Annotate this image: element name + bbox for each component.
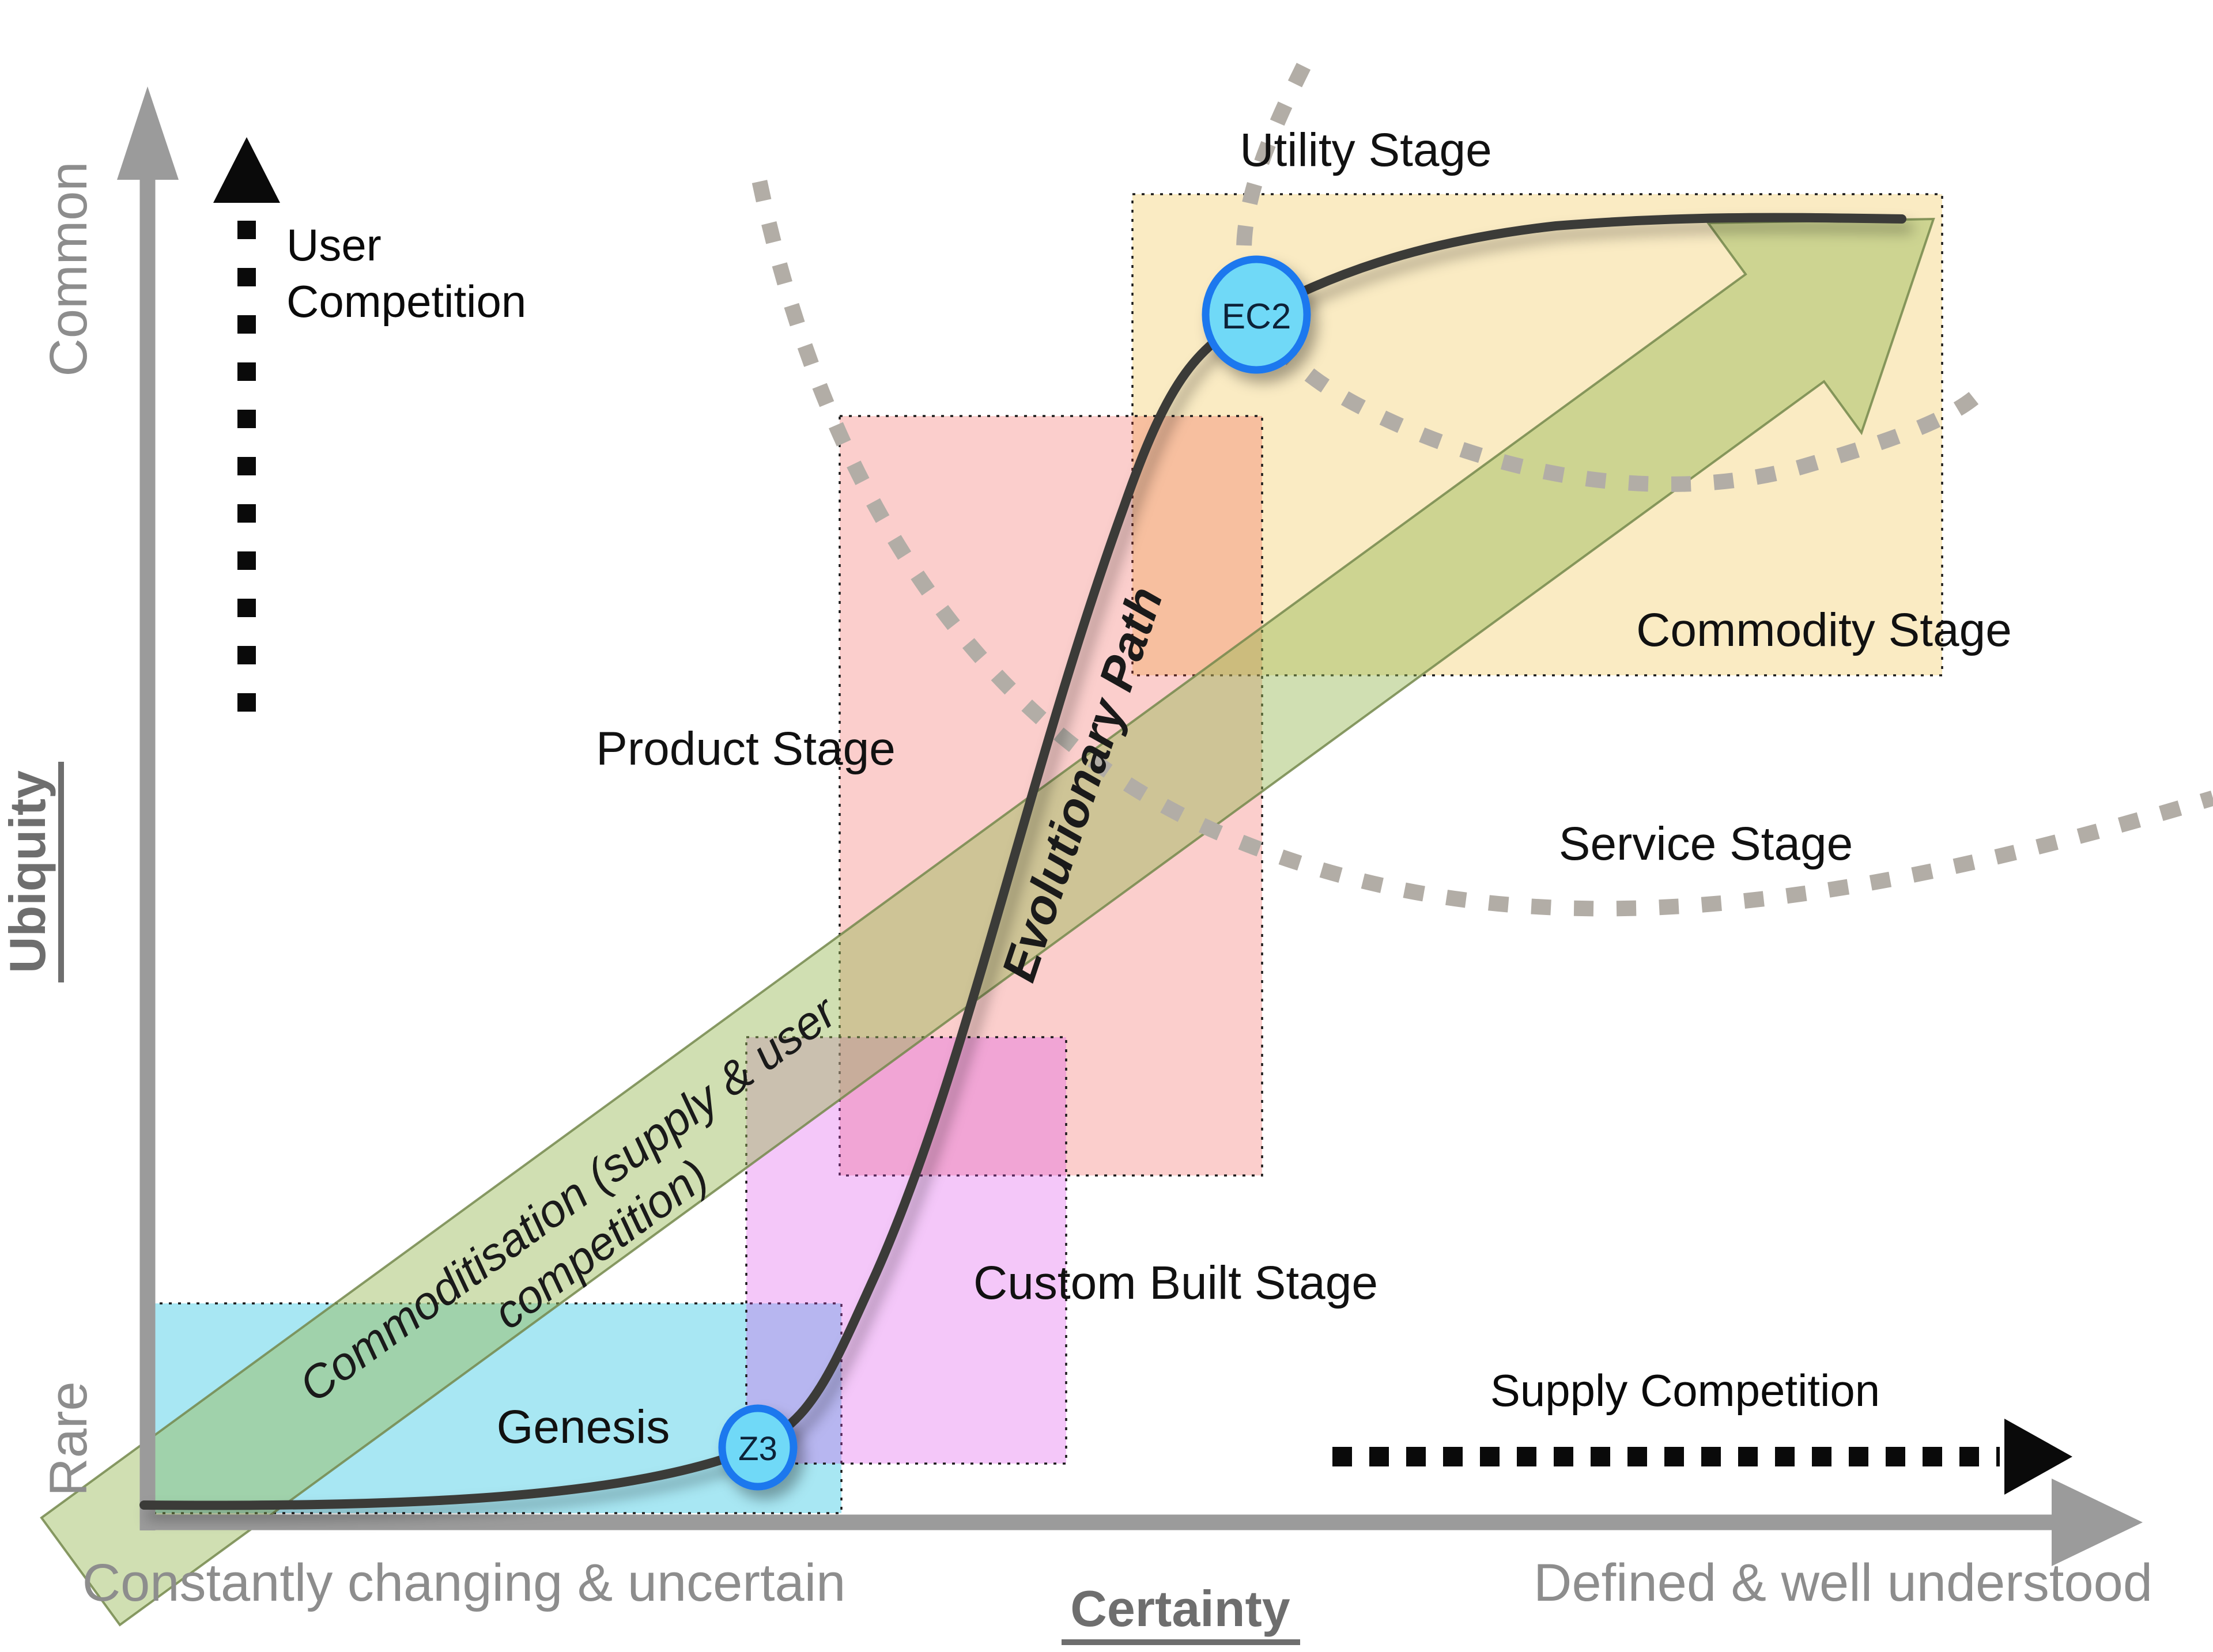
stage-boundary-arc-upper: [1236, 62, 1992, 492]
genesis-stage-label: Genesis: [497, 1401, 670, 1453]
supply-competition-arrowhead-icon: [2004, 1419, 2072, 1495]
evolution-s-curve: [139, 213, 1906, 1510]
x-axis: [140, 1479, 2143, 1566]
x-axis-arrowhead-icon: [2052, 1479, 2143, 1566]
marker-ec2: EC2: [1202, 255, 1311, 374]
marker-ec2-circle: [1202, 255, 1311, 374]
supply-competition-arrow: [1332, 1419, 2072, 1495]
commodity-stage-label: Commodity Stage: [1636, 604, 2012, 656]
marker-ec2-label: EC2: [1222, 297, 1291, 337]
x-axis-left-label: Constantly changing & uncertain: [82, 1553, 846, 1612]
y-axis: [117, 86, 179, 1530]
genesis-stage-box: [140, 1302, 843, 1514]
y-axis-arrowhead-icon: [117, 86, 179, 180]
marker-z3: Z3: [718, 1404, 798, 1491]
marker-z3-label: Z3: [738, 1430, 777, 1468]
utility-stage-label: Utility Stage: [1240, 124, 1492, 176]
commoditisation-arrow: [40, 217, 1935, 1627]
service-stage-label: Service Stage: [1559, 818, 1853, 870]
user-competition-label-line2: Competition: [286, 276, 526, 327]
y-axis-top-label: Common: [39, 161, 98, 376]
y-axis-title: Ubiquity: [0, 770, 56, 973]
user-competition-label-line1: User: [286, 220, 382, 270]
user-competition-arrow: [213, 137, 280, 712]
stage-boundary-arc-lower: [751, 180, 2213, 917]
user-competition-arrowhead-icon: [213, 137, 280, 203]
x-axis-title: Certainty: [1070, 1580, 1290, 1637]
custom-built-stage-label: Custom Built Stage: [973, 1257, 1378, 1309]
y-axis-bottom-label: Rare: [39, 1381, 98, 1496]
supply-competition-label: Supply Competition: [1490, 1365, 1880, 1416]
x-axis-right-label: Defined & well understood: [1534, 1553, 2152, 1612]
marker-z3-circle: [718, 1404, 798, 1491]
product-stage-label: Product Stage: [596, 723, 896, 775]
custom-built-stage-box: [745, 1036, 1067, 1465]
